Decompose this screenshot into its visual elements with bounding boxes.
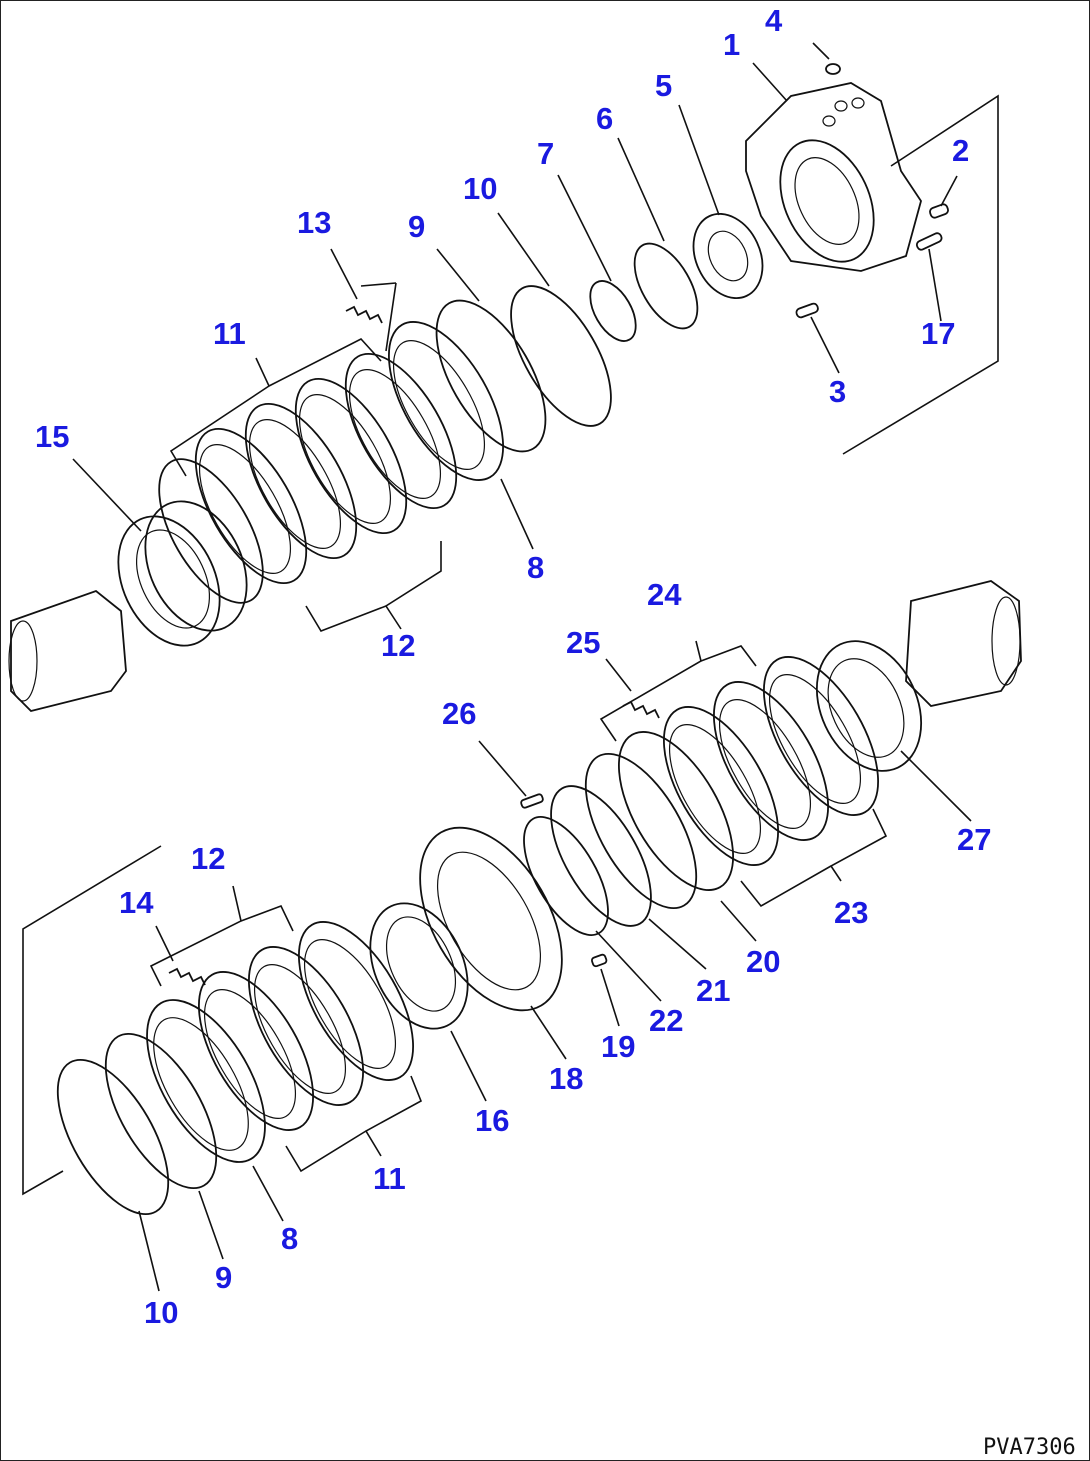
callout-11: 11	[213, 316, 246, 351]
piston-part-5	[692, 212, 764, 300]
lower-assembly	[22, 580, 1022, 1292]
ring-part-9	[435, 299, 547, 453]
callout-labels: 4 1 5 6 2 7 10 9 13 17 11 3 15 8 12 24 2…	[35, 3, 991, 1330]
bracket-line-right	[842, 94, 999, 455]
callout-5: 5	[655, 68, 672, 103]
callout-16: 16	[475, 1103, 509, 1138]
callout-10: 10	[463, 171, 497, 206]
pin-part-2	[929, 203, 949, 219]
seal-ring-part-7	[589, 280, 637, 342]
plug-part-4	[825, 63, 841, 75]
bearing-part-16	[369, 902, 469, 1030]
callout-9-lower: 9	[215, 1260, 232, 1295]
leader-lines-upper	[72, 42, 958, 632]
spring-part-13	[345, 305, 383, 324]
end-plate-part-8	[388, 321, 504, 481]
clutch-disc-pack-right	[618, 656, 879, 891]
ring-part-10	[510, 285, 612, 427]
ring-part-22	[523, 816, 609, 936]
callout-1: 1	[723, 27, 740, 62]
shaft-end-left	[8, 589, 127, 712]
upper-assembly	[8, 42, 999, 712]
clutch-disc-pack-upper	[158, 352, 458, 604]
callout-13: 13	[297, 205, 331, 240]
callout-19: 19	[601, 1029, 635, 1064]
callout-8: 8	[527, 550, 544, 585]
callout-4: 4	[765, 3, 783, 38]
callout-23: 23	[834, 895, 868, 930]
ring-part-21	[550, 785, 652, 927]
callout-6: 6	[596, 101, 613, 136]
callout-12: 12	[381, 628, 415, 663]
pin-part-17	[915, 232, 943, 251]
callout-26: 26	[442, 696, 476, 731]
seal-ring-part-6	[633, 242, 699, 330]
callout-22: 22	[649, 1003, 683, 1038]
housing-part-1	[745, 82, 922, 272]
piston-part-18	[419, 826, 563, 1012]
callout-10-lower: 10	[144, 1295, 178, 1330]
callout-9: 9	[408, 209, 425, 244]
callout-11-lower: 11	[373, 1161, 406, 1196]
callout-17: 17	[921, 316, 955, 351]
callout-12-lower: 12	[191, 841, 225, 876]
pin-part-26	[520, 793, 544, 809]
bearing-part-27	[815, 640, 923, 772]
end-plate-part-8-lower	[146, 999, 266, 1163]
drawing-code: PVA7306	[983, 1435, 1076, 1460]
callout-2: 2	[952, 133, 969, 168]
callout-25: 25	[566, 625, 600, 660]
callout-14: 14	[119, 885, 154, 920]
callout-15: 15	[35, 419, 69, 454]
shaft-end-right	[905, 580, 1022, 707]
leader-lines-lower	[138, 640, 972, 1292]
ring-part-20	[584, 752, 698, 910]
callout-27: 27	[957, 822, 991, 857]
spring-part-14	[168, 967, 206, 986]
callout-18: 18	[549, 1061, 583, 1096]
callout-24: 24	[647, 577, 682, 612]
clutch-disc-pack-lower	[198, 921, 414, 1131]
bearing-part-15	[117, 500, 248, 647]
callout-20: 20	[746, 944, 780, 979]
pin-part-19	[590, 953, 608, 968]
bracket-line-left	[22, 845, 162, 1196]
ring-part-9-lower	[104, 1032, 218, 1190]
callout-7: 7	[537, 136, 554, 171]
callout-3: 3	[829, 374, 846, 409]
callout-21: 21	[696, 973, 730, 1008]
callout-8-lower: 8	[281, 1221, 298, 1256]
spring-part-25	[622, 700, 660, 719]
pin-part-3	[795, 302, 819, 319]
ring-part-10-lower	[56, 1058, 170, 1216]
